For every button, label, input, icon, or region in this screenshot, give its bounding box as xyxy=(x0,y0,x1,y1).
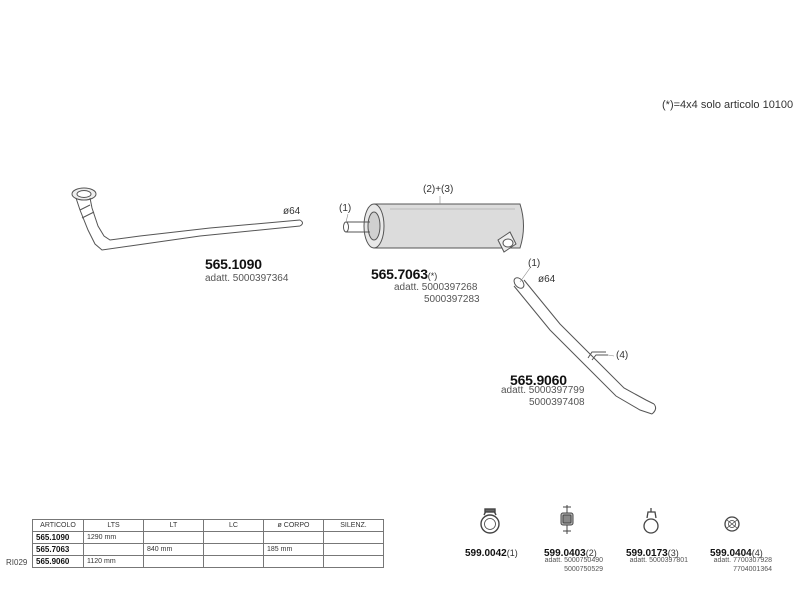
adatt-565-9060-a: adatt. 5000397799 xyxy=(501,385,585,396)
row-code: 565.9060 xyxy=(32,555,84,568)
accessory-599-0403: 599.0403(2) xyxy=(544,543,597,561)
rubber-mount-icon xyxy=(560,505,574,534)
adatt-565-7063-b: 5000397283 xyxy=(424,294,480,305)
diameter-label: ø64 xyxy=(283,206,301,217)
accessory-code: 599.0403 xyxy=(544,548,586,559)
col-header: ø CORPO xyxy=(263,519,324,532)
accessory-ref: (2) xyxy=(585,548,597,558)
accessory-sub: 7704001364 xyxy=(733,566,772,573)
part-number-565-7063: 565.7063 xyxy=(371,266,428,282)
col-header: SILENZ. xyxy=(323,519,384,532)
adatt-565-9060-b: 5000397408 xyxy=(529,397,585,408)
table-row: 565.7063 840 mm 185 mm xyxy=(32,543,384,556)
row-lc xyxy=(203,555,264,568)
accessory-ref: (3) xyxy=(667,548,679,558)
clamp-icon xyxy=(480,508,500,534)
diameter-label-tail: ø64 xyxy=(538,274,556,285)
accessory-sub: 5000750529 xyxy=(564,566,603,573)
leader-lines xyxy=(345,196,615,357)
row-silenz xyxy=(323,543,384,556)
col-header: LTS xyxy=(83,519,144,532)
ref-label-1: (1) xyxy=(339,203,352,214)
accessory-599-0404: 599.0404(4) xyxy=(710,543,763,561)
row-silenz xyxy=(323,531,384,544)
col-header: LC xyxy=(203,519,264,532)
accessory-ref: (4) xyxy=(751,548,763,558)
spec-table: ARTICOLO LTS LT LC ø CORPO SILENZ. 565.1… xyxy=(32,519,384,568)
accessory-599-0042: 599.0042(1) xyxy=(465,543,518,561)
row-lc xyxy=(203,543,264,556)
ring-icon xyxy=(724,516,740,532)
row-corpo xyxy=(263,555,324,568)
u-clamp-icon xyxy=(643,508,659,534)
ref-label-2-3: (2)+(3) xyxy=(423,184,454,195)
accessory-599-0173: 599.0173(3) xyxy=(626,543,679,561)
row-corpo: 185 mm xyxy=(263,543,324,556)
catalog-side-label: RI029 xyxy=(6,558,28,567)
accessory-sub: adatt. 5000397801 xyxy=(629,557,688,564)
silencer-565-7063 xyxy=(343,203,524,253)
col-header: ARTICOLO xyxy=(32,519,84,532)
footnote: (*)=4x4 solo articolo 10100 xyxy=(662,99,794,111)
asterisk-marker: (*) xyxy=(427,271,438,281)
part-number-565-1090: 565.1090 xyxy=(205,256,262,272)
ref-label-4: (4) xyxy=(616,350,629,361)
accessory-ref: (1) xyxy=(506,548,518,558)
row-lts: 1120 mm xyxy=(83,555,144,568)
row-lt: 840 mm xyxy=(143,543,204,556)
adatt-565-7063-a: adatt. 5000397268 xyxy=(394,282,478,293)
part-number-565-9060: 565.9060 xyxy=(510,372,567,388)
front-pipe-565-1090 xyxy=(71,187,303,251)
row-lt xyxy=(143,555,204,568)
accessory-code: 599.0404 xyxy=(710,548,752,559)
row-silenz xyxy=(323,555,384,568)
adatt-565-1090: adatt. 5000397364 xyxy=(205,273,289,284)
table-row: 565.1090 1290 mm xyxy=(32,531,384,544)
row-lc xyxy=(203,531,264,544)
accessory-sub: adatt. 7700307928 xyxy=(713,557,772,564)
row-code: 565.7063 xyxy=(32,543,84,556)
row-code: 565.1090 xyxy=(32,531,84,544)
accessory-sub: adatt. 5000750490 xyxy=(544,557,603,564)
col-header: LT xyxy=(143,519,204,532)
row-lts xyxy=(83,543,144,556)
row-corpo xyxy=(263,531,324,544)
table-row: 565.9060 1120 mm xyxy=(32,555,384,568)
row-lt xyxy=(143,531,204,544)
accessory-code: 599.0173 xyxy=(626,548,668,559)
ref-label-1-tail: (1) xyxy=(528,258,541,269)
accessory-code: 599.0042 xyxy=(465,548,507,559)
part-number-565-7063-wrap: 565.7063(*) xyxy=(371,266,437,284)
table-header-row: ARTICOLO LTS LT LC ø CORPO SILENZ. xyxy=(32,519,384,532)
row-lts: 1290 mm xyxy=(83,531,144,544)
